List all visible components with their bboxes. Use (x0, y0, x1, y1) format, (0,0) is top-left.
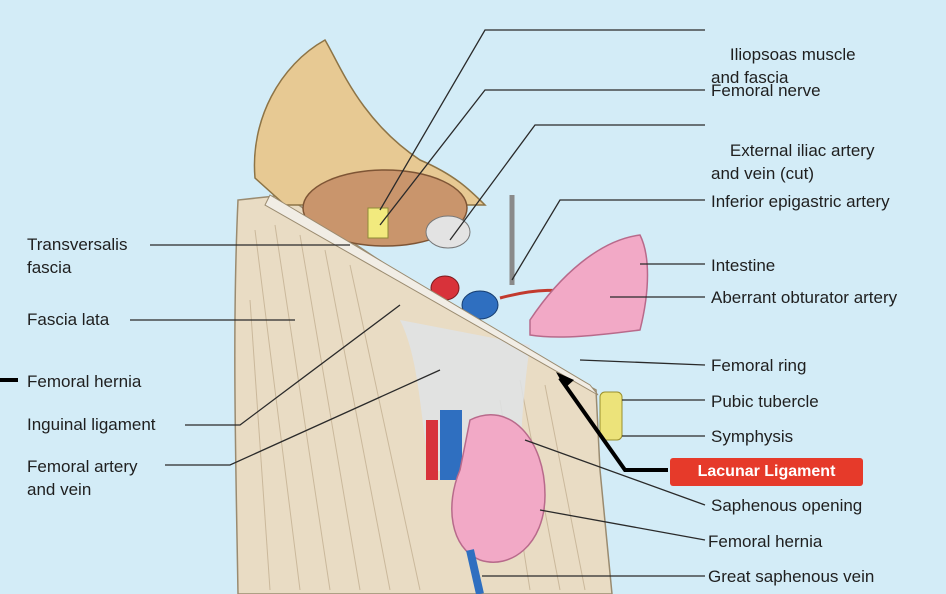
label-great-saphenous-vein: Great saphenous vein (708, 565, 874, 588)
label-femoral-artery-vein: Femoral artery and vein (27, 455, 138, 501)
label-inguinal-ligament: Inguinal ligament (27, 413, 156, 436)
femoral-nerve-shape (368, 208, 388, 238)
label-fascia-lata: Fascia lata (27, 308, 109, 331)
label-symphysis: Symphysis (711, 425, 793, 448)
pubic-tubercle-shape (600, 392, 622, 440)
label-femoral-nerve: Femoral nerve (711, 79, 821, 102)
femoral-vessels-thigh (440, 410, 462, 480)
label-external-iliac-text: External iliac artery and vein (cut) (711, 141, 874, 183)
label-transversalis-fascia: Transversalis fascia (27, 233, 127, 279)
femoral-artery-thigh (426, 420, 438, 480)
label-saphenous-opening: Saphenous opening (711, 494, 862, 517)
label-femoral-hernia-left: Femoral hernia (27, 370, 141, 393)
label-pubic-tubercle: Pubic tubercle (711, 390, 819, 413)
label-femoral-ring: Femoral ring (711, 354, 806, 377)
label-aberrant-obturator: Aberrant obturator artery (711, 286, 897, 309)
label-femoral-hernia-right: Femoral hernia (708, 530, 822, 553)
lacunar-ligament-callout: Lacunar Ligament (670, 458, 863, 486)
label-inferior-epigastric: Inferior epigastric artery (711, 190, 890, 213)
intestine-shape (530, 235, 648, 337)
label-intestine: Intestine (711, 254, 775, 277)
